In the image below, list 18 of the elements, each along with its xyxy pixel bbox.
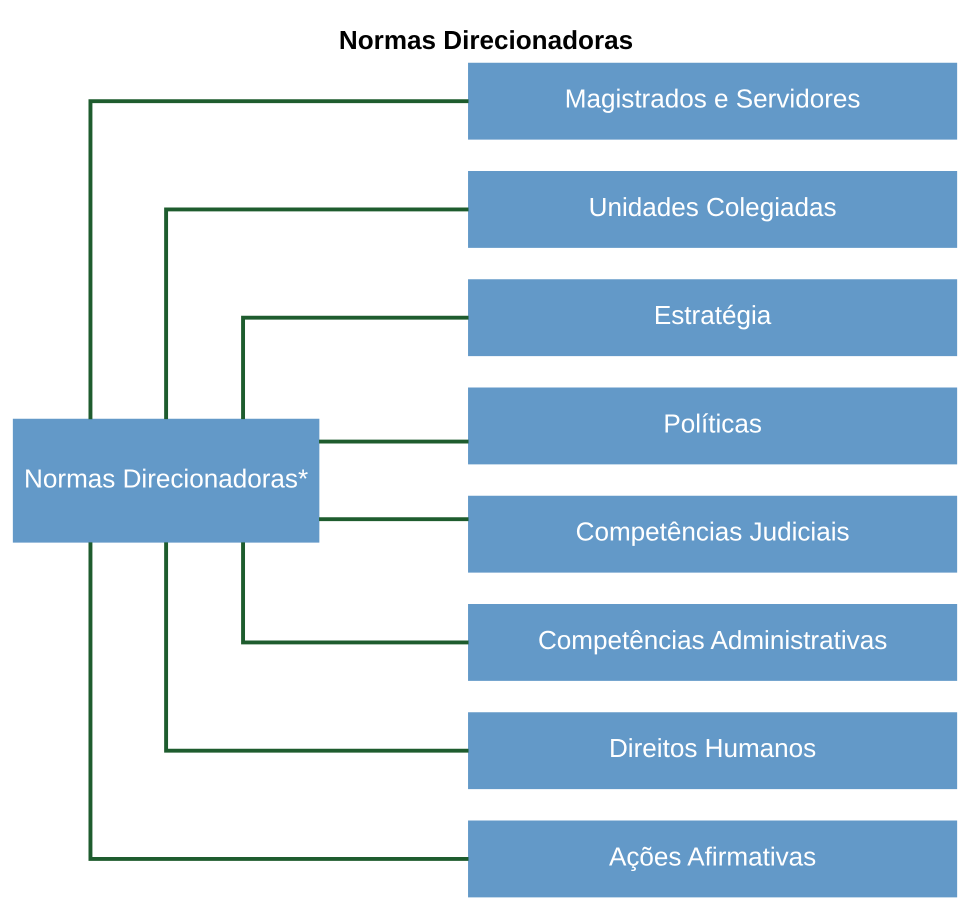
node-box: Normas Direcionadoras* bbox=[12, 418, 320, 543]
connector bbox=[88, 99, 468, 420]
node-box: Competências Judiciais bbox=[468, 496, 958, 573]
node-box: Políticas bbox=[468, 387, 958, 464]
connector bbox=[241, 316, 469, 420]
connector bbox=[164, 207, 469, 420]
node-box: Estratégia bbox=[468, 279, 958, 356]
connector bbox=[164, 542, 469, 753]
connector bbox=[88, 542, 468, 861]
node-box: Direitos Humanos bbox=[468, 712, 958, 790]
connector bbox=[241, 542, 469, 644]
diagram-title: Normas Direcionadoras bbox=[338, 25, 634, 55]
node-box: Competências Administrativas bbox=[468, 604, 958, 681]
node-box: Ações Afirmativas bbox=[468, 820, 958, 898]
node-box: Unidades Colegiadas bbox=[468, 170, 958, 248]
connector bbox=[319, 440, 469, 444]
node-box: Magistrados e Servidores bbox=[468, 62, 958, 140]
connector bbox=[319, 517, 469, 522]
